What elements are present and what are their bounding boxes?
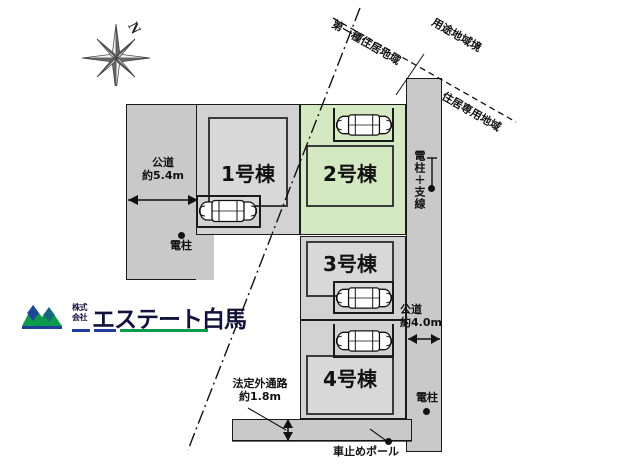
logo-rule-green [120, 329, 208, 332]
pole-west-dot-icon [178, 232, 185, 239]
plot-4-label: 4号棟 [323, 367, 377, 391]
road-west-label: 公道 約5.4m [130, 156, 196, 182]
bollard-label: 車止めポール [333, 445, 399, 458]
mountain-mark-icon [22, 300, 70, 330]
plot-1-label: 1号棟 [221, 162, 275, 186]
logo-rule-blue [72, 329, 90, 332]
logo-company-prefix-line2: 会社 [72, 313, 88, 322]
road-east [406, 78, 442, 452]
road-east-width: 約4.0m [400, 315, 442, 329]
passage-south-label: 法定外通路 約1.8m [214, 377, 306, 403]
passage-south-name: 法定外通路 [232, 377, 288, 390]
road-west-width: 約5.4m [142, 168, 184, 182]
road-west-name: 公道 [152, 156, 174, 169]
zone-boundary-label: 用途地域境 [429, 15, 484, 55]
passage-south [232, 419, 412, 441]
company-logo: 株式 会社 エステート白馬 [22, 298, 247, 340]
logo-rule-blue-2 [94, 329, 116, 332]
plot-4-car-icon [336, 328, 392, 354]
pole-east-upper-dot-icon [428, 185, 435, 192]
compass-rose-icon [74, 14, 166, 93]
plot-2-car-icon [336, 112, 392, 138]
pole-east-lower-dot-icon [423, 408, 430, 415]
logo-company-prefix-line1: 株式 [72, 303, 88, 312]
passage-south-width: 約1.8m [239, 389, 281, 403]
pole-west-label: 電柱 [170, 239, 192, 252]
zone-label-left: 第一種住居地域 [329, 17, 403, 68]
plot-3-car-icon [336, 285, 392, 311]
zone-label-right: 住居専用地域 [439, 89, 504, 134]
plot-3-label: 3号棟 [323, 252, 377, 276]
bollard-dot-icon [385, 438, 392, 445]
logo-company-name: エステート白馬 [92, 307, 247, 333]
road-east-name: 公道 [400, 303, 422, 316]
plot-2-label: 2号棟 [323, 162, 377, 186]
pole-east-lower-label: 電柱 [416, 391, 438, 404]
road-west [126, 104, 200, 280]
pole-east-upper-label: 電柱＋支線 [413, 150, 426, 210]
plot-1-car-icon [199, 198, 257, 224]
road-east-label: 公道 約4.0m [400, 303, 472, 329]
